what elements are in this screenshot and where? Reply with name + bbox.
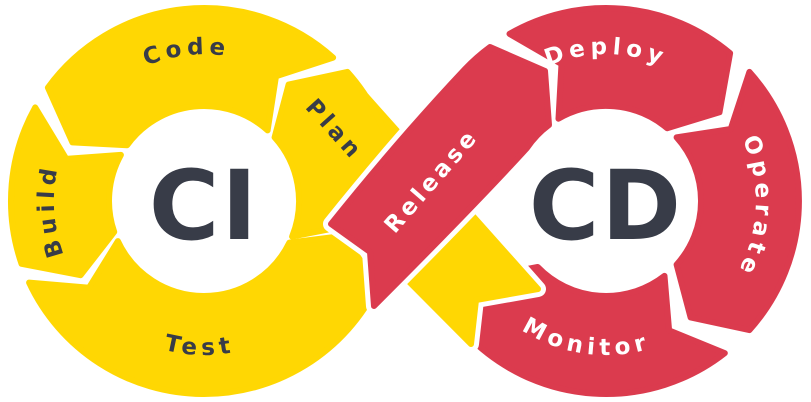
cd-center-label: CD <box>529 150 683 262</box>
cd-loop-ring <box>464 5 802 397</box>
arc-build <box>8 104 124 279</box>
arc-deploy <box>506 5 734 132</box>
arc-code <box>44 5 337 149</box>
arc-test <box>26 232 381 398</box>
release-band <box>328 44 552 309</box>
ci-center-label: CI <box>149 150 259 262</box>
release-band-group <box>323 44 552 314</box>
arc-operate <box>673 68 802 334</box>
